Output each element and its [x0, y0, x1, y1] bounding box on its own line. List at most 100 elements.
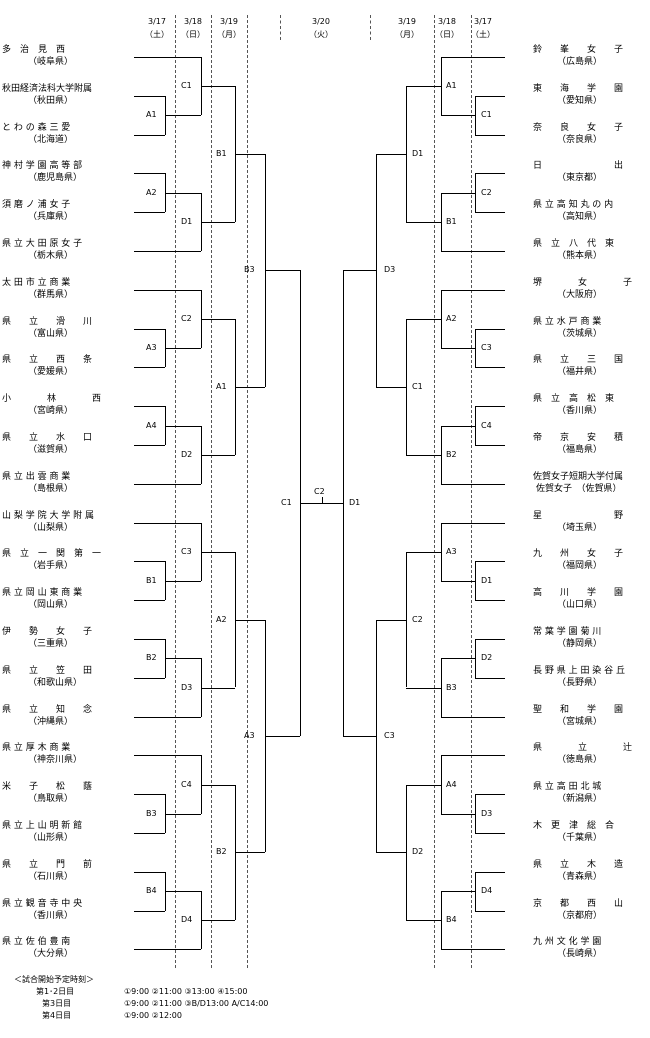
day-header: （日） — [435, 30, 459, 39]
right-team-name: 帝 京 安 積 — [533, 433, 624, 443]
round1-label: D4 — [481, 886, 493, 896]
bracket-line — [475, 794, 505, 796]
day-header: （土） — [145, 30, 169, 39]
bracket-line — [406, 784, 407, 921]
right-team-name: 鈴 峯 女 子 — [533, 45, 624, 55]
left-team-pref: （鹿児島県） — [28, 173, 83, 184]
right-team-name: 県 立 木 造 — [533, 859, 624, 870]
round2-label: B1 — [446, 216, 457, 226]
right-team-pref: （千葉県） — [557, 833, 603, 843]
bracket-line — [441, 658, 442, 717]
schedule-times: ①9:00 ②12:00 — [124, 1011, 182, 1020]
left-team-name: 県 立 大 田 原 女 子 — [2, 239, 83, 249]
left-team-pref: （大分県） — [28, 949, 74, 960]
round1-label: C1 — [481, 110, 492, 120]
left-team-name: 多 治 見 西 — [2, 45, 66, 55]
bracket-line — [134, 251, 201, 252]
bracket-line — [441, 716, 505, 718]
right-team-pref: （長野県） — [557, 677, 603, 688]
left-team-name: 県 立 岡 山 東 商 業 — [2, 588, 83, 599]
left-team-name: 伊 勢 女 子 — [2, 627, 93, 637]
bracket-line — [201, 658, 202, 717]
left-team-pref: （岩手県） — [28, 561, 74, 572]
bracket-line — [134, 561, 165, 563]
bracket-line — [376, 619, 406, 621]
bracket-line — [201, 221, 235, 223]
bracket-line — [235, 318, 236, 455]
round3-label: C1 — [412, 381, 423, 391]
bracket-line — [475, 833, 505, 834]
right-team-pref: （静岡県） — [557, 639, 603, 649]
right-team-pref: （福島県） — [557, 445, 603, 455]
right-team-pref: （広島県） — [557, 57, 603, 67]
bracket-line — [165, 192, 201, 194]
left-team-name: 須 磨 ノ 浦 女 子 — [2, 200, 71, 211]
bracket-line — [134, 173, 165, 175]
left-team-name: 県 立 出 雲 商 業 — [2, 471, 71, 482]
bracket-line — [134, 95, 165, 97]
left-team-pref: （秋田県） — [28, 95, 74, 106]
right-team-name: 県 立 三 国 — [533, 355, 624, 366]
left-team-name: 県 立 西 条 — [2, 355, 93, 366]
bracket-line — [376, 154, 406, 155]
left-team-pref: （群馬県） — [28, 289, 74, 300]
bracket-line — [475, 600, 505, 602]
round2-label: C1 — [181, 81, 192, 91]
bracket-line — [134, 716, 201, 718]
bracket-line — [265, 619, 266, 853]
left-team-pref: （山形県） — [28, 833, 74, 843]
bracket-line — [441, 192, 475, 194]
left-team-name: 小 林 西 — [2, 394, 102, 405]
bracket-line — [134, 212, 165, 214]
left-team-name: 県 立 笠 田 — [2, 665, 93, 676]
right-team-pref: （福岡県） — [557, 561, 603, 572]
bracket-line — [475, 328, 505, 330]
bracket-line — [201, 755, 202, 814]
round2-label: A2 — [446, 313, 457, 323]
bracket-line — [134, 755, 201, 757]
bracket-line — [376, 386, 406, 388]
right-team-pref: （東京都） — [557, 173, 603, 184]
right-team-name: 堺 女 子 — [533, 277, 633, 288]
bracket-line — [475, 173, 476, 213]
round3-label: A1 — [216, 381, 227, 391]
round3-label: A2 — [216, 614, 227, 624]
right-team-name: 日 出 — [533, 161, 624, 172]
right-team-pref: （埼玉県） — [557, 522, 603, 533]
right-team-pref: （宮城県） — [557, 716, 603, 727]
bracket-line — [201, 551, 235, 553]
round3-label: B1 — [216, 149, 227, 158]
date-header: 3/18 — [438, 17, 456, 26]
bracket-line — [165, 580, 201, 582]
bracket-line — [134, 367, 165, 369]
right-team-name: 京 都 西 山 — [533, 898, 624, 909]
round3-label: D1 — [412, 149, 424, 158]
bracket-line — [406, 318, 441, 320]
left-team-pref: （三重県） — [28, 639, 74, 649]
round2-label: B2 — [446, 449, 457, 459]
schedule-times: ①9:00 ②11:00 ③B/D13:00 A/C14:00 — [124, 999, 269, 1008]
left-team-name: 県 立 厚 木 商 業 — [2, 743, 71, 754]
bracket-line — [201, 784, 235, 786]
bracket-line — [134, 910, 165, 912]
right-team-name: 聖 和 学 園 — [533, 704, 624, 715]
bracket-line — [475, 871, 505, 873]
final-line — [300, 503, 343, 505]
bracket-line — [165, 891, 201, 893]
round2-label: A4 — [446, 779, 457, 789]
day-header: （月） — [217, 30, 241, 39]
date-header: 3/19 — [398, 17, 416, 26]
left-team-pref: （香川県） — [28, 910, 74, 921]
left-team-pref: （石川県） — [28, 871, 74, 882]
bracket-line — [441, 115, 475, 117]
bracket-line — [134, 833, 165, 834]
right-team-pref: （高知県） — [557, 212, 603, 223]
round-divider — [370, 15, 371, 40]
bracket-line — [235, 551, 236, 688]
bracket-line — [406, 687, 441, 689]
bracket-line — [475, 328, 476, 368]
right-team-name: 県 立 高 田 北 城 — [533, 782, 602, 793]
semifinal-label: D1 — [349, 498, 361, 508]
right-team-pref: 佐賀女子 （佐賀県） — [536, 483, 622, 494]
